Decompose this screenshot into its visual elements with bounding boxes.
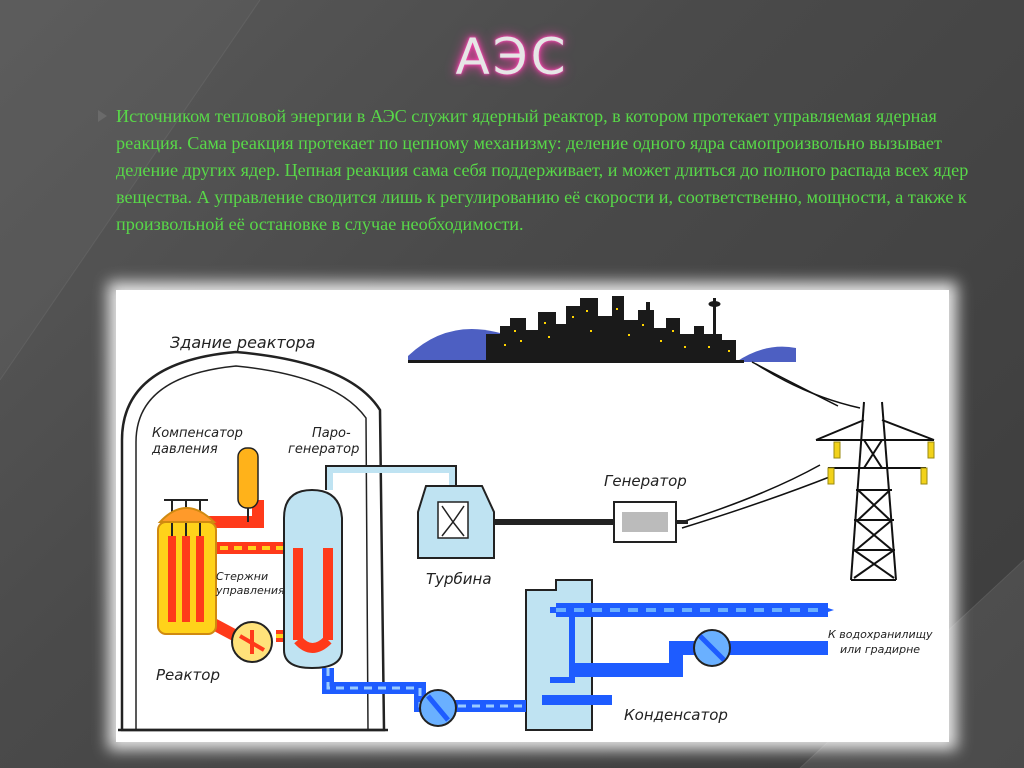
label-control-rods-1: Стержни bbox=[216, 570, 268, 583]
label-control-rods-2: управления bbox=[215, 584, 285, 597]
transmission-tower bbox=[815, 401, 935, 581]
label-outflow-1: К водохранилищу bbox=[828, 628, 933, 641]
label-turbine: Турбина bbox=[426, 570, 492, 588]
label-outflow-2: или градирне bbox=[840, 643, 920, 656]
cooling-water-loop bbox=[556, 603, 834, 677]
npp-diagram-panel: Здание реактора Компенсатор давления Пар… bbox=[116, 290, 949, 742]
label-condenser: Конденсатор bbox=[624, 706, 728, 724]
label-steam-gen-1: Паро- bbox=[312, 426, 351, 441]
label-reactor: Реактор bbox=[156, 666, 220, 684]
condenser bbox=[525, 579, 612, 731]
label-generator: Генератор bbox=[604, 472, 687, 490]
bullet-arrow-icon bbox=[98, 110, 107, 122]
steam-pipe bbox=[325, 465, 457, 490]
label-compensator-1: Компенсатор bbox=[152, 426, 243, 441]
power-lines bbox=[681, 361, 861, 529]
pressure-compensator bbox=[237, 447, 259, 522]
turbine bbox=[417, 485, 614, 559]
steam-generator bbox=[283, 488, 343, 670]
npp-diagram: Здание реактора Компенсатор давления Пар… bbox=[118, 296, 935, 732]
feedwater-loop bbox=[322, 668, 526, 727]
generator bbox=[613, 501, 688, 543]
label-steam-gen-2: генератор bbox=[288, 442, 359, 457]
label-reactor-building: Здание реактора bbox=[170, 333, 315, 352]
city-skyline bbox=[408, 296, 796, 363]
reactor-building bbox=[120, 350, 386, 732]
primary-loop bbox=[157, 499, 326, 663]
slide-title: АЭС bbox=[455, 28, 569, 86]
label-compensator-2: давления bbox=[151, 442, 218, 457]
slide-paragraph: Источником тепловой энергии в АЭС служит… bbox=[116, 106, 969, 234]
